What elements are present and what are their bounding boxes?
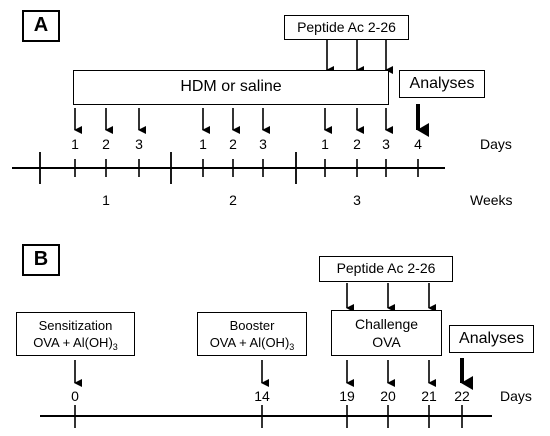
peptide-arrows-a: [326, 40, 393, 74]
event-arrows-b: [74, 360, 436, 387]
week-label: 3: [353, 192, 361, 208]
peptide-arrows-b: [346, 283, 436, 312]
peptide-box-a: Peptide Ac 2-26: [284, 15, 409, 40]
days-axis-label-b: Days: [500, 388, 532, 404]
peptide-box-b: Peptide Ac 2-26: [319, 256, 453, 282]
days-axis-label-a: Days: [480, 136, 512, 152]
dosing-arrows-a: [74, 108, 393, 134]
day-label: 14: [254, 388, 270, 404]
analyses-box-a: Analyses: [399, 70, 485, 98]
panel-b-label: B: [22, 244, 60, 276]
sensitization-reagent: OVA + Al(OH)3: [33, 335, 118, 352]
challenge-reagent: OVA: [372, 334, 401, 350]
day-label: 3: [259, 136, 267, 152]
day-label: 21: [421, 388, 437, 404]
day-label: 1: [321, 136, 329, 152]
challenge-title: Challenge: [354, 316, 419, 332]
panel-a-label: A: [22, 10, 60, 42]
sensitization-title: Sensitization: [38, 318, 113, 333]
analyses-box-b: Analyses: [449, 325, 534, 353]
day-label: 1: [199, 136, 207, 152]
booster-reagent: OVA + Al(OH)3: [209, 335, 295, 352]
sensitization-box: Sensitization OVA + Al(OH)3: [16, 312, 135, 356]
week-label: 2: [229, 192, 237, 208]
weeks-axis-label: Weeks: [470, 192, 513, 208]
day-label: 22: [454, 388, 470, 404]
day-label: 3: [382, 136, 390, 152]
treatment-box-a: HDM or saline: [73, 70, 389, 105]
timeline-a: [12, 152, 445, 184]
day-label: 0: [71, 388, 79, 404]
day-label: 1: [71, 136, 79, 152]
timeline-b: [40, 405, 492, 428]
week-label: 1: [102, 192, 110, 208]
challenge-box: Challenge OVA: [331, 310, 442, 356]
day-label: 2: [229, 136, 237, 152]
day-label: 19: [339, 388, 355, 404]
day-label: 3: [135, 136, 143, 152]
day-label: 20: [380, 388, 396, 404]
day-label: 4: [414, 136, 422, 152]
booster-box: Booster OVA + Al(OH)3: [197, 312, 307, 356]
day-label: 2: [353, 136, 361, 152]
day-label: 2: [102, 136, 110, 152]
booster-title: Booster: [229, 318, 275, 333]
